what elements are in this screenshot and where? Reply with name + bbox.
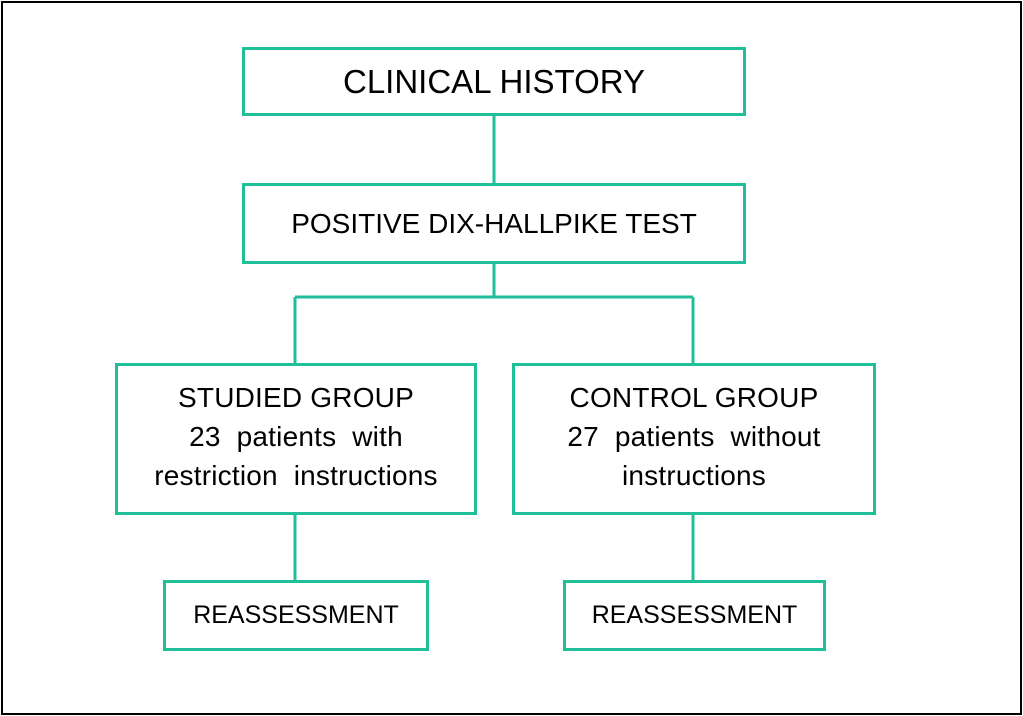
control-group-title: CONTROL GROUP xyxy=(569,381,819,413)
studied-group-title: STUDIED GROUP xyxy=(178,381,414,413)
studied-group-box: STUDIED GROUP 23 patients with restricti… xyxy=(115,363,477,515)
reassessment-studied-box: REASSESSMENT xyxy=(163,580,429,651)
reassessment-control-box: REASSESSMENT xyxy=(563,580,826,651)
control-group-box: CONTROL GROUP 27 patients without instru… xyxy=(512,363,876,515)
dix-hallpike-test-box: POSITIVE DIX-HALLPIKE TEST xyxy=(242,183,746,264)
reassessment-control-label: REASSESSMENT xyxy=(591,601,798,629)
studied-group-instructions: restriction instructions xyxy=(154,459,438,491)
control-group-patients: 27 patients without xyxy=(567,420,821,452)
studied-group-patients: 23 patients with xyxy=(189,420,403,452)
clinical-history-label: CLINICAL HISTORY xyxy=(343,62,645,100)
dix-hallpike-test-label: POSITIVE DIX-HALLPIKE TEST xyxy=(291,207,697,239)
reassessment-studied-label: REASSESSMENT xyxy=(193,601,399,629)
clinical-history-box: CLINICAL HISTORY xyxy=(242,47,746,116)
control-group-instructions: instructions xyxy=(621,459,766,491)
